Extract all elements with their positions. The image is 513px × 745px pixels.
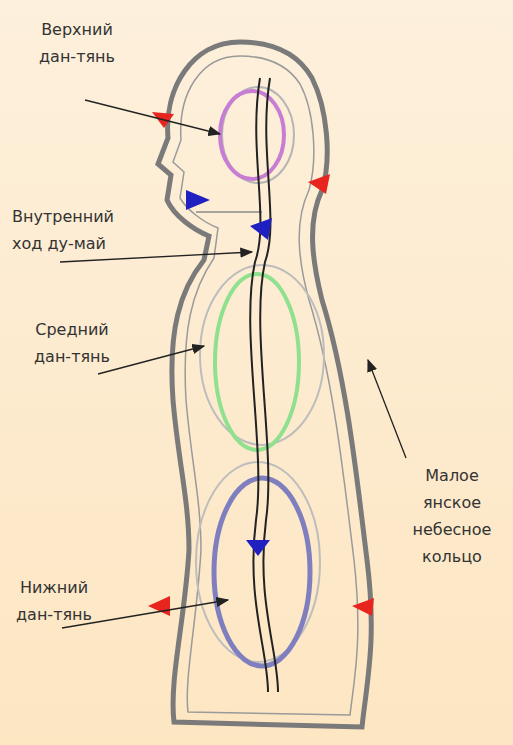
callout-label: Верхний дан-тянь (22, 16, 132, 70)
flow-arrow (308, 174, 330, 194)
callout-label: Средний дан-тянь (22, 316, 122, 370)
jaw-line (196, 211, 262, 213)
flow-arrow (246, 540, 270, 556)
leader-line (85, 100, 220, 134)
leader-line (98, 346, 204, 374)
callout-label: Нижний дан-тянь (4, 574, 104, 628)
channel-line (260, 78, 278, 692)
flow-arrow (186, 190, 210, 210)
leader-line (60, 252, 252, 262)
flow-arrow (352, 598, 374, 616)
body-outline (158, 42, 371, 727)
leader-line (368, 360, 406, 458)
callout-label: Малое янское небесное кольцо (396, 462, 508, 570)
upper-dantian (220, 91, 284, 179)
flow-arrow (250, 218, 272, 240)
body-inner-outline (173, 56, 358, 715)
middle-dantian (215, 274, 299, 450)
callout-label: Внутренний ход ду-май (12, 203, 130, 257)
